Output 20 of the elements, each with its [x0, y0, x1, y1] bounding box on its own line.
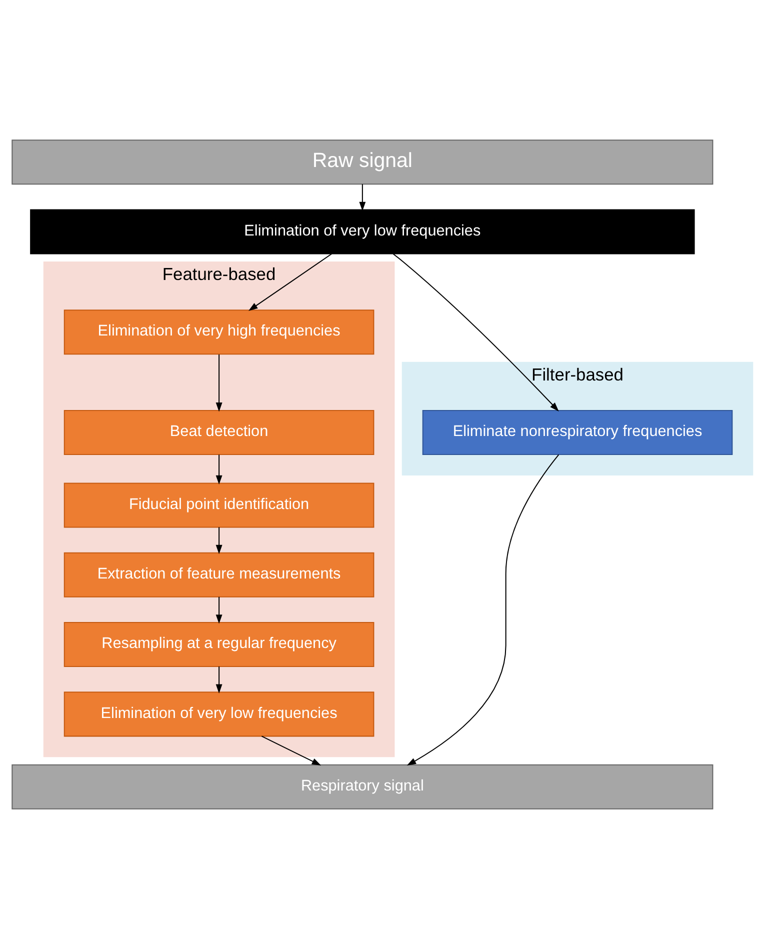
- node-box: Respiratory signal: [12, 764, 714, 810]
- arrow: [261, 736, 322, 766]
- arrow: [216, 454, 222, 485]
- arrow: [216, 527, 222, 554]
- node-box: Beat detection: [64, 410, 374, 456]
- node-box: Elimination of very high frequencies: [64, 310, 374, 355]
- arrow: [406, 454, 560, 766]
- arrow: [392, 254, 559, 412]
- node-box: Elimination of very low frequencies: [64, 692, 374, 737]
- node-box: Extraction of feature measurements: [64, 552, 374, 598]
- node-box: Resampling at a regular frequency: [64, 622, 374, 668]
- node-box: Elimination of very low frequencies: [30, 209, 695, 254]
- arrow: [248, 253, 332, 311]
- node-box: Raw signal: [12, 140, 714, 185]
- arrow: [216, 666, 222, 694]
- arrow: [359, 184, 366, 212]
- arrow: [216, 596, 222, 624]
- arrow: [216, 354, 222, 412]
- node-box: Eliminate nonrespiratory frequencies: [422, 410, 733, 456]
- node-box: Fiducial point identification: [64, 482, 374, 528]
